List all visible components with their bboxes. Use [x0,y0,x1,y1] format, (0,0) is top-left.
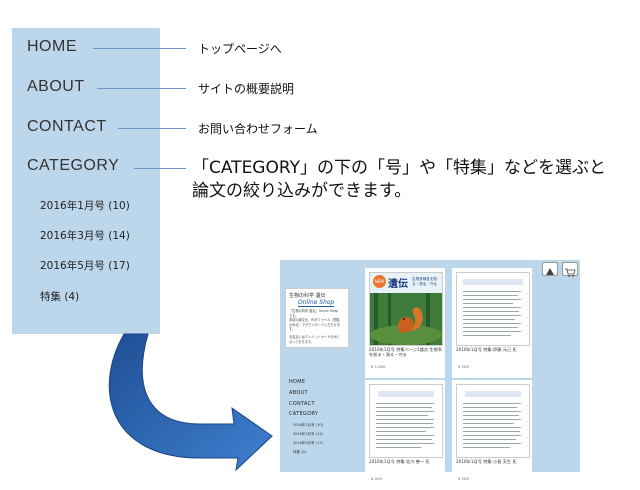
annotation-category: 「CATEGORY」の下の「号」や「特集」などを選ぶと 論文の絞り込みができます… [192,157,632,203]
magazine-title: 遺伝 [388,279,408,290]
magazine-feature: 生物多様性を知る・測る・守る [412,277,438,286]
pdf-page-thumbnail [456,272,530,346]
pdf-page-thumbnail [456,384,530,458]
connector-home [93,48,186,49]
product-title[interactable]: 2016年1月号 特集ページ1論文:生態系を知る・測る・守る [369,347,443,357]
mini-nav-category[interactable]: CATEGORY [289,411,319,417]
forest-squirrel-icon [370,293,442,345]
annotation-home: トップページへ [198,42,282,56]
product-title[interactable]: 2016年1月号 特集:伊藤 元己 氏 [456,347,517,352]
shop-title: Online Shop [298,299,335,307]
mini-category-item[interactable]: 2016年1月号 (10) [293,423,323,427]
cart-icon[interactable] [562,262,578,277]
mini-category-item[interactable]: 特集 (4) [293,450,307,454]
new-badge: NEW [373,275,386,288]
nav-home[interactable]: HOME [27,38,77,55]
shop-intro-line: なっております。 [289,339,314,344]
shop-intro-line: お支払いはクレジットカードのみと [289,335,340,339]
magazine-logo: 生物の科学 遺伝 [289,293,326,299]
connector-about [97,88,186,89]
annotation-contact: お問い合わせフォーム [198,122,318,136]
connector-category [134,168,186,169]
shop-intro-line: 本誌の論文を、PDFファイル（閲覧 [289,318,340,322]
category-sidebar: HOME ABOUT CONTACT CATEGORY 2016年1月号 (10… [12,28,160,334]
product-card[interactable]: NEW 遺伝 生物多様性を知る・測る・守る 2016年1月号 特集ページ1論文:… [365,268,445,378]
product-price: ¥ 1,000 [371,364,386,369]
nav-category[interactable]: CATEGORY [27,157,120,174]
mini-category-item[interactable]: 2016年5月号 (17) [293,441,323,445]
annotation-category-line2: 論文の絞り込みができます。 [192,181,412,201]
mini-category-item[interactable]: 2016年3月号 (14) [293,432,323,436]
pdf-page-thumbnail [369,384,443,458]
mini-nav-contact[interactable]: CONTACT [289,401,315,407]
curved-arrow-icon [108,333,273,472]
shop-intro-line: のみ可）でダウンロードいただけま [289,322,340,327]
product-price: ¥ 200 [458,364,469,369]
product-price: ¥ 200 [371,476,382,481]
category-item-2016-03[interactable]: 2016年3月号 (14) [40,230,130,242]
shop-intro-box: 生物の科学 遺伝 Online Shop 「生物の科学 遺伝」Online Sh… [285,288,349,348]
nav-contact[interactable]: CONTACT [27,118,107,135]
product-card[interactable]: 2016年1月号 特集:北川 善一 氏 ¥ 200 [365,380,445,490]
annotation-category-line1: 「CATEGORY」の下の「号」や「特集」などを選ぶと [192,158,606,178]
mini-nav-home[interactable]: HOME [289,379,306,385]
category-item-2016-05[interactable]: 2016年5月号 (17) [40,260,130,272]
category-item-2016-01[interactable]: 2016年1月号 (10) [40,200,130,212]
product-title[interactable]: 2016年1月号 特集:北川 善一 氏 [369,459,430,464]
magazine-cover: NEW 遺伝 生物多様性を知る・測る・守る [369,272,443,346]
annotation-about: サイトの概要説明 [198,82,295,96]
product-card[interactable]: 2016年1月号 特集:小島 芳生 氏 ¥ 200 [452,380,532,490]
shop-screenshot: 生物の科学 遺伝 Online Shop 「生物の科学 遺伝」Online Sh… [280,260,580,490]
shop-intro-line: 「生物の科学 遺伝」Online Shop [289,309,339,313]
up-arrow-icon[interactable] [542,262,558,276]
nav-about[interactable]: ABOUT [27,78,85,95]
product-card[interactable]: 2016年1月号 特集:伊藤 元己 氏 ¥ 200 [452,268,532,378]
category-item-special[interactable]: 特集 (4) [40,291,80,303]
mini-nav-about[interactable]: ABOUT [289,390,308,396]
product-price: ¥ 200 [458,476,469,481]
shop-intro-line: です。 [289,313,299,318]
product-title[interactable]: 2016年1月号 特集:小島 芳生 氏 [456,459,517,464]
shop-intro-line: す。 [289,327,296,331]
connector-contact [118,128,186,129]
